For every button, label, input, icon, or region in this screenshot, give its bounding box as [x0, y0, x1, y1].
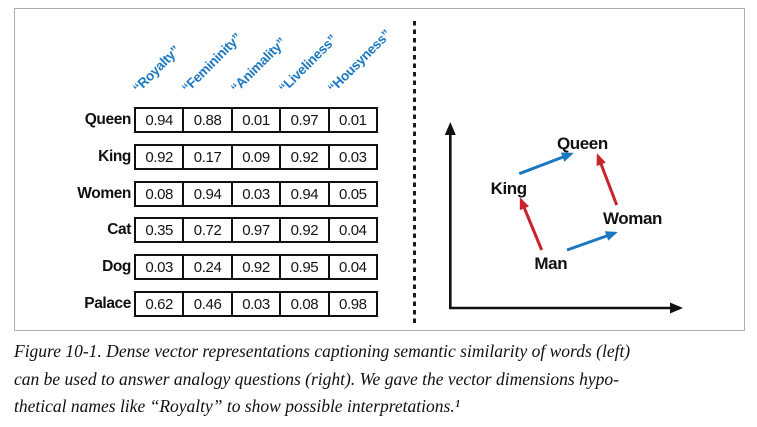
row-label-palace: Palace — [84, 295, 131, 312]
matrix-cell: 0.46 — [182, 293, 230, 315]
plot-label-queen: Queen — [557, 134, 608, 153]
row-label-dog: Dog — [102, 258, 131, 275]
figure-caption: Figure 10-1. Dense vector representation… — [14, 338, 750, 421]
vector-plot: Queen King Woman Man — [444, 122, 683, 314]
arrow-king-to-queen — [518, 152, 574, 176]
matrix-cell: 0.05 — [327, 183, 376, 205]
caption-line: Figure 10-1. Dense vector representation… — [14, 341, 631, 361]
matrix-cell: 0.03 — [327, 146, 376, 168]
matrix-row-women: 0.08 0.94 0.03 0.94 0.05 — [134, 181, 378, 207]
plot-label-king: King — [491, 179, 527, 198]
matrix-cell: 0.88 — [182, 109, 230, 131]
matrix-cell: 0.72 — [182, 219, 230, 241]
matrix-cell: 0.94 — [279, 183, 327, 205]
plot-label-woman: Woman — [603, 209, 662, 228]
matrix-row-dog: 0.03 0.24 0.92 0.95 0.04 — [134, 254, 378, 280]
row-label-cat: Cat — [107, 221, 131, 238]
matrix-cell: 0.92 — [279, 146, 327, 168]
arrow-woman-to-queen — [596, 153, 619, 206]
matrix-cell: 0.94 — [145, 111, 173, 129]
matrix-cell: 0.04 — [327, 256, 376, 278]
caption-line: thetical names like “Royalty” to show po… — [14, 396, 460, 416]
matrix-cell: 0.35 — [145, 221, 173, 239]
matrix-cell: 0.09 — [230, 146, 279, 168]
matrix-cell: 0.92 — [230, 256, 279, 278]
matrix-cell: 0.03 — [230, 293, 279, 315]
row-label-king: King — [98, 148, 131, 165]
caption-line: can be used to answer analogy questions … — [14, 368, 619, 389]
arrow-man-to-woman — [566, 231, 618, 252]
matrix-cell: 0.95 — [279, 256, 327, 278]
row-label-women: Women — [77, 185, 131, 202]
matrix-cell: 0.08 — [145, 185, 173, 203]
matrix-cell: 0.92 — [145, 148, 173, 166]
plot-label-man: Man — [534, 254, 567, 273]
matrix-row-king: 0.92 0.17 0.09 0.92 0.03 — [134, 144, 378, 170]
figure-panel: “Royalty” “Femininity” “Animality” “Live… — [14, 8, 745, 331]
matrix-cell: 0.03 — [145, 258, 173, 276]
matrix-cell: 0.97 — [279, 109, 327, 131]
matrix-cell: 0.94 — [182, 183, 230, 205]
matrix-cell: 0.04 — [327, 219, 376, 241]
matrix-row-palace: 0.62 0.46 0.03 0.08 0.98 — [134, 291, 378, 317]
matrix-cell: 0.24 — [182, 256, 230, 278]
matrix-row-cat: 0.35 0.72 0.97 0.92 0.04 — [134, 217, 378, 243]
arrow-man-to-king — [519, 197, 544, 251]
matrix-col-header-royalty: “Royalty” — [129, 42, 183, 96]
matrix-row-queen: 0.94 0.88 0.01 0.97 0.01 — [134, 107, 378, 133]
matrix-cell: 0.62 — [145, 295, 173, 313]
matrix-cell: 0.03 — [230, 183, 279, 205]
row-label-queen: Queen — [84, 111, 132, 128]
panel-divider — [413, 21, 416, 325]
matrix-cell: 0.97 — [230, 219, 279, 241]
matrix-cell: 0.17 — [182, 146, 230, 168]
matrix-cell: 0.92 — [279, 219, 327, 241]
matrix-cell: 0.98 — [327, 293, 376, 315]
matrix-cell: 0.08 — [279, 293, 327, 315]
matrix-cell: 0.01 — [327, 109, 376, 131]
matrix-cell: 0.01 — [230, 109, 279, 131]
